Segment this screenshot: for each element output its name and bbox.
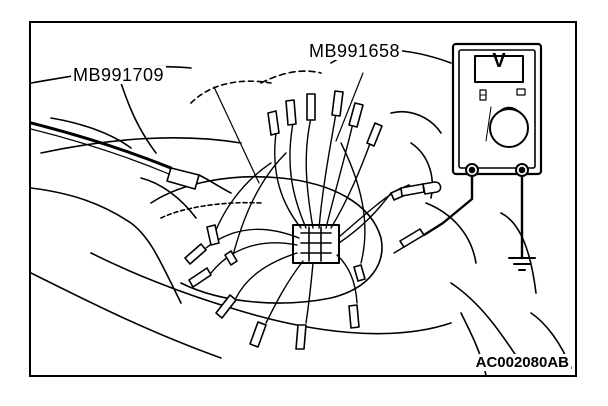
tool-label-mb991709: MB991709	[71, 65, 167, 85]
harness-diagram	[31, 42, 572, 375]
tool-label-mb991658: MB991658	[307, 41, 403, 61]
vehicle-harness	[31, 121, 232, 194]
multimeter	[451, 42, 543, 177]
connector	[292, 224, 340, 264]
label-leaders	[213, 72, 364, 184]
meter-display-readout: V	[492, 50, 506, 72]
alligator-clips	[184, 90, 442, 350]
ground-symbol-icon	[508, 257, 536, 271]
meter-leads	[393, 174, 524, 260]
illustration-frame: V MB991709 MB991658 AC002080AB	[29, 21, 577, 377]
vehicle-body-outline	[31, 49, 572, 375]
figure-code: AC002080AB	[473, 354, 571, 371]
